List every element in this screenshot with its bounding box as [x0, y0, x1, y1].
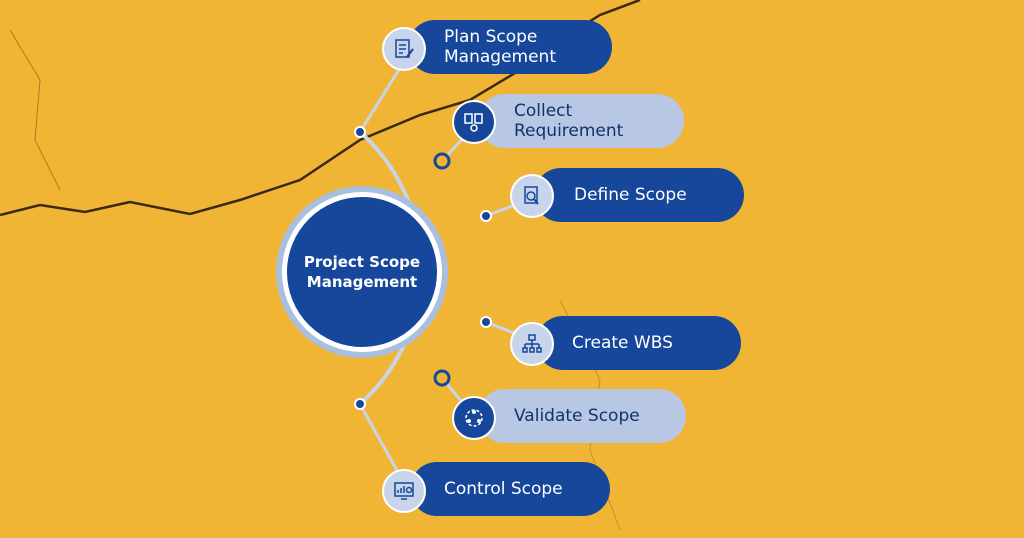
connector-node: [433, 152, 451, 170]
connector-branch: [358, 59, 407, 133]
step-label: Plan Scope Management: [444, 27, 556, 67]
crack-line: [9, 29, 61, 191]
step-collect-requirement: Collect Requirement: [478, 94, 684, 148]
step-label: Control Scope: [444, 479, 563, 499]
step-label: Define Scope: [574, 185, 687, 205]
connector-node: [354, 398, 366, 410]
process-check-icon: [452, 396, 496, 440]
hierarchy-chart-icon: [510, 322, 554, 366]
step-create-wbs: Create WBS: [536, 316, 741, 370]
documents-gear-icon: [452, 100, 496, 144]
step-label: Validate Scope: [514, 406, 640, 426]
document-magnifier-icon: [510, 174, 554, 218]
step-validate-scope: Validate Scope: [478, 389, 686, 443]
connector-node: [354, 126, 366, 138]
connector-node: [480, 210, 492, 222]
step-plan-scope-management: Plan Scope Management: [408, 20, 612, 74]
connector-node: [480, 316, 492, 328]
connector-node: [433, 369, 451, 387]
connector-branch: [358, 403, 402, 477]
hub-title: Project Scope Management: [303, 253, 421, 291]
step-label: Collect Requirement: [514, 101, 624, 141]
step-define-scope: Define Scope: [534, 168, 744, 222]
step-control-scope: Control Scope: [410, 462, 610, 516]
hub-circle: Project Scope Management: [282, 192, 442, 352]
monitor-chart-gear-icon: [382, 469, 426, 513]
step-label: Create WBS: [572, 333, 673, 353]
checklist-pencil-icon: [382, 27, 426, 71]
